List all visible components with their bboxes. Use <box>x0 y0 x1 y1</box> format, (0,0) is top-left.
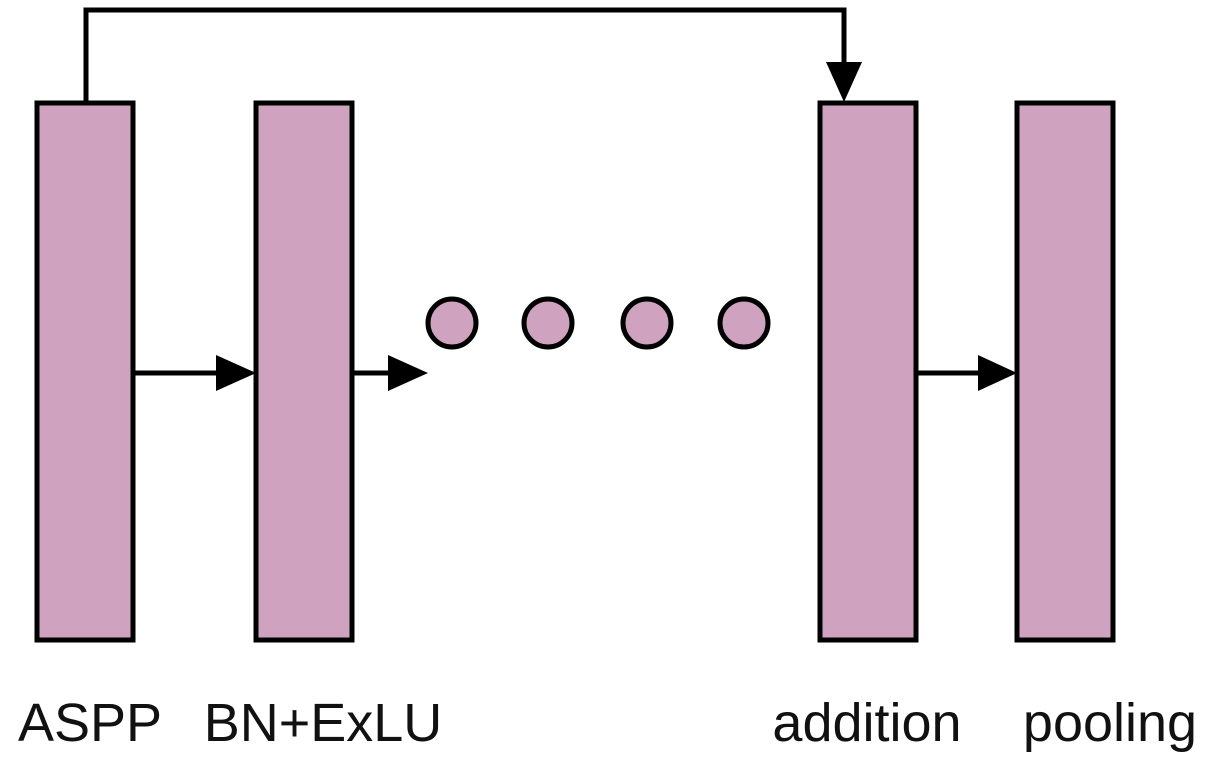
skip-connection-line <box>83 7 847 103</box>
label-aspp: ASPP <box>17 693 163 753</box>
label-addition: addition <box>772 693 962 753</box>
ellipsis-dot-3 <box>620 296 674 350</box>
label-bn-exlu: BN+ExLU <box>203 693 443 753</box>
block-addition <box>817 100 919 643</box>
block-bn-exlu <box>253 100 355 643</box>
label-pooling: pooling <box>1022 693 1198 753</box>
arrow-aspp-to-bn-head <box>216 355 256 391</box>
ellipsis-dot-1 <box>425 296 479 350</box>
arrow-bn-to-dots-head <box>388 355 428 391</box>
arrow-addition-to-pooling-head <box>978 355 1017 391</box>
skip-connection-arrowhead <box>826 62 862 102</box>
block-pooling <box>1014 100 1116 643</box>
ellipsis-dot-4 <box>717 296 771 350</box>
block-aspp <box>34 100 136 643</box>
ellipsis-dot-2 <box>521 296 575 350</box>
